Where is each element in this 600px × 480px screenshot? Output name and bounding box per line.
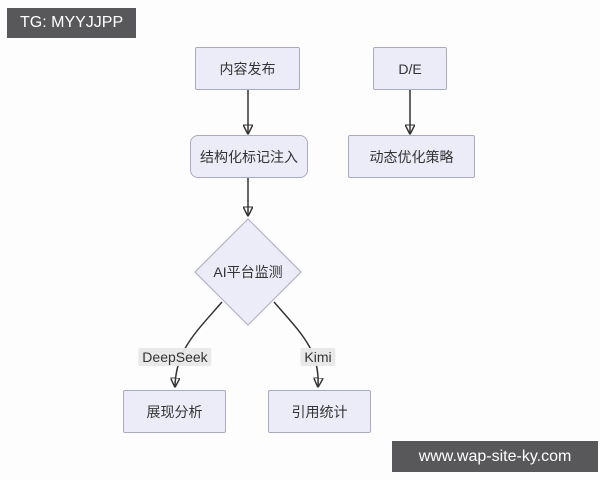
edge-monitor-to-citation (273, 301, 318, 386)
website-watermark-badge: www.wap-site-ky.com (392, 441, 598, 472)
telegram-watermark-badge: TG: MYYJJPP (7, 8, 137, 38)
edge-monitor-to-display (175, 301, 223, 386)
node-dynamic-optimization: 动态优化策略 (348, 135, 475, 178)
node-citation-stats: 引用统计 (268, 390, 371, 433)
node-ai-platform-monitor: AI平台监测 (194, 218, 302, 326)
node-de: D/E (373, 47, 447, 90)
node-markup-injection: 结构化标记注入 (190, 135, 308, 178)
decision-diamond-label: AI平台监测 (213, 264, 283, 280)
node-content-publish: 内容发布 (195, 47, 300, 90)
edge-label-deepseek: DeepSeek (138, 348, 212, 366)
node-display-analysis: 展现分析 (123, 390, 226, 433)
edge-label-kimi: Kimi (300, 348, 336, 366)
